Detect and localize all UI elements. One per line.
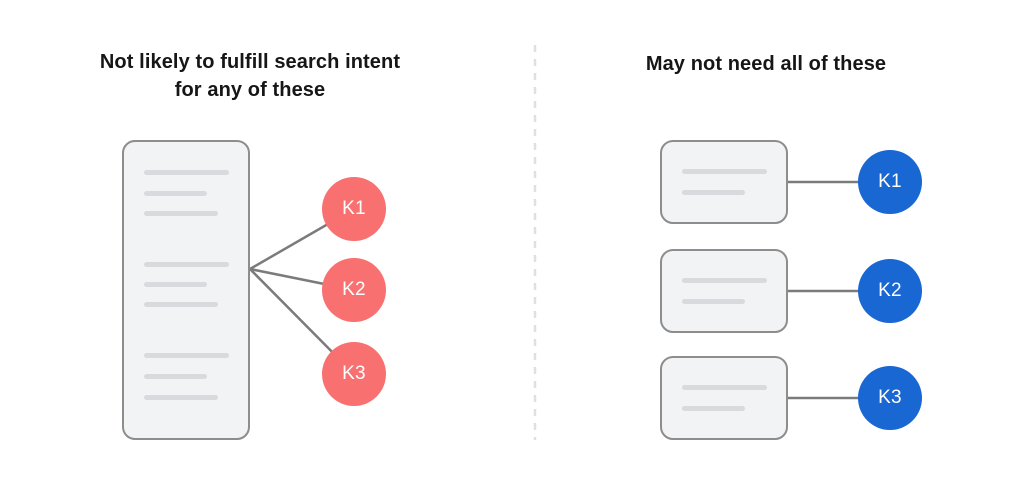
right-document-card-2 (660, 249, 788, 333)
left-panel-title-line1: Not likely to fulfill search intent (99, 51, 401, 73)
keyword-node-left-k1: K1 (322, 177, 386, 241)
keyword-node-right-k2: K2 (858, 259, 922, 323)
left-document-card (122, 140, 250, 440)
keyword-node-left-k3: K3 (322, 342, 386, 406)
keyword-node-label: K2 (342, 279, 366, 300)
right-document-card-3 (660, 356, 788, 440)
skeleton-text-line (682, 190, 745, 195)
keyword-node-label: K1 (342, 198, 366, 219)
keyword-node-label: K3 (342, 363, 366, 384)
skeleton-text-line (144, 374, 207, 379)
keyword-node-right-k1: K1 (858, 150, 922, 214)
skeleton-text-line (144, 211, 218, 216)
right-panel-title-line1: May not need all of these (645, 53, 887, 75)
keyword-node-right-k3: K3 (858, 366, 922, 430)
skeleton-text-line (682, 406, 745, 411)
keyword-node-label: K3 (878, 387, 902, 408)
keyword-node-label: K1 (878, 171, 902, 192)
skeleton-text-line (682, 299, 745, 304)
skeleton-text-line (144, 395, 218, 400)
keyword-node-label: K2 (878, 280, 902, 301)
right-document-card-1 (660, 140, 788, 224)
skeleton-text-line (682, 169, 767, 174)
skeleton-text-line (144, 262, 229, 267)
right-panel-title: May not need all of these (546, 50, 986, 78)
skeleton-text-line (682, 385, 767, 390)
keyword-node-left-k2: K2 (322, 258, 386, 322)
skeleton-text-line (144, 191, 207, 196)
skeleton-text-line (144, 170, 229, 175)
skeleton-text-line (144, 353, 229, 358)
skeleton-text-line (144, 302, 218, 307)
skeleton-text-line (144, 282, 207, 287)
left-panel-title-line2: for any of these (174, 79, 326, 101)
skeleton-text-line (682, 278, 767, 283)
left-panel-title: Not likely to fulfill search intent for … (30, 48, 470, 104)
